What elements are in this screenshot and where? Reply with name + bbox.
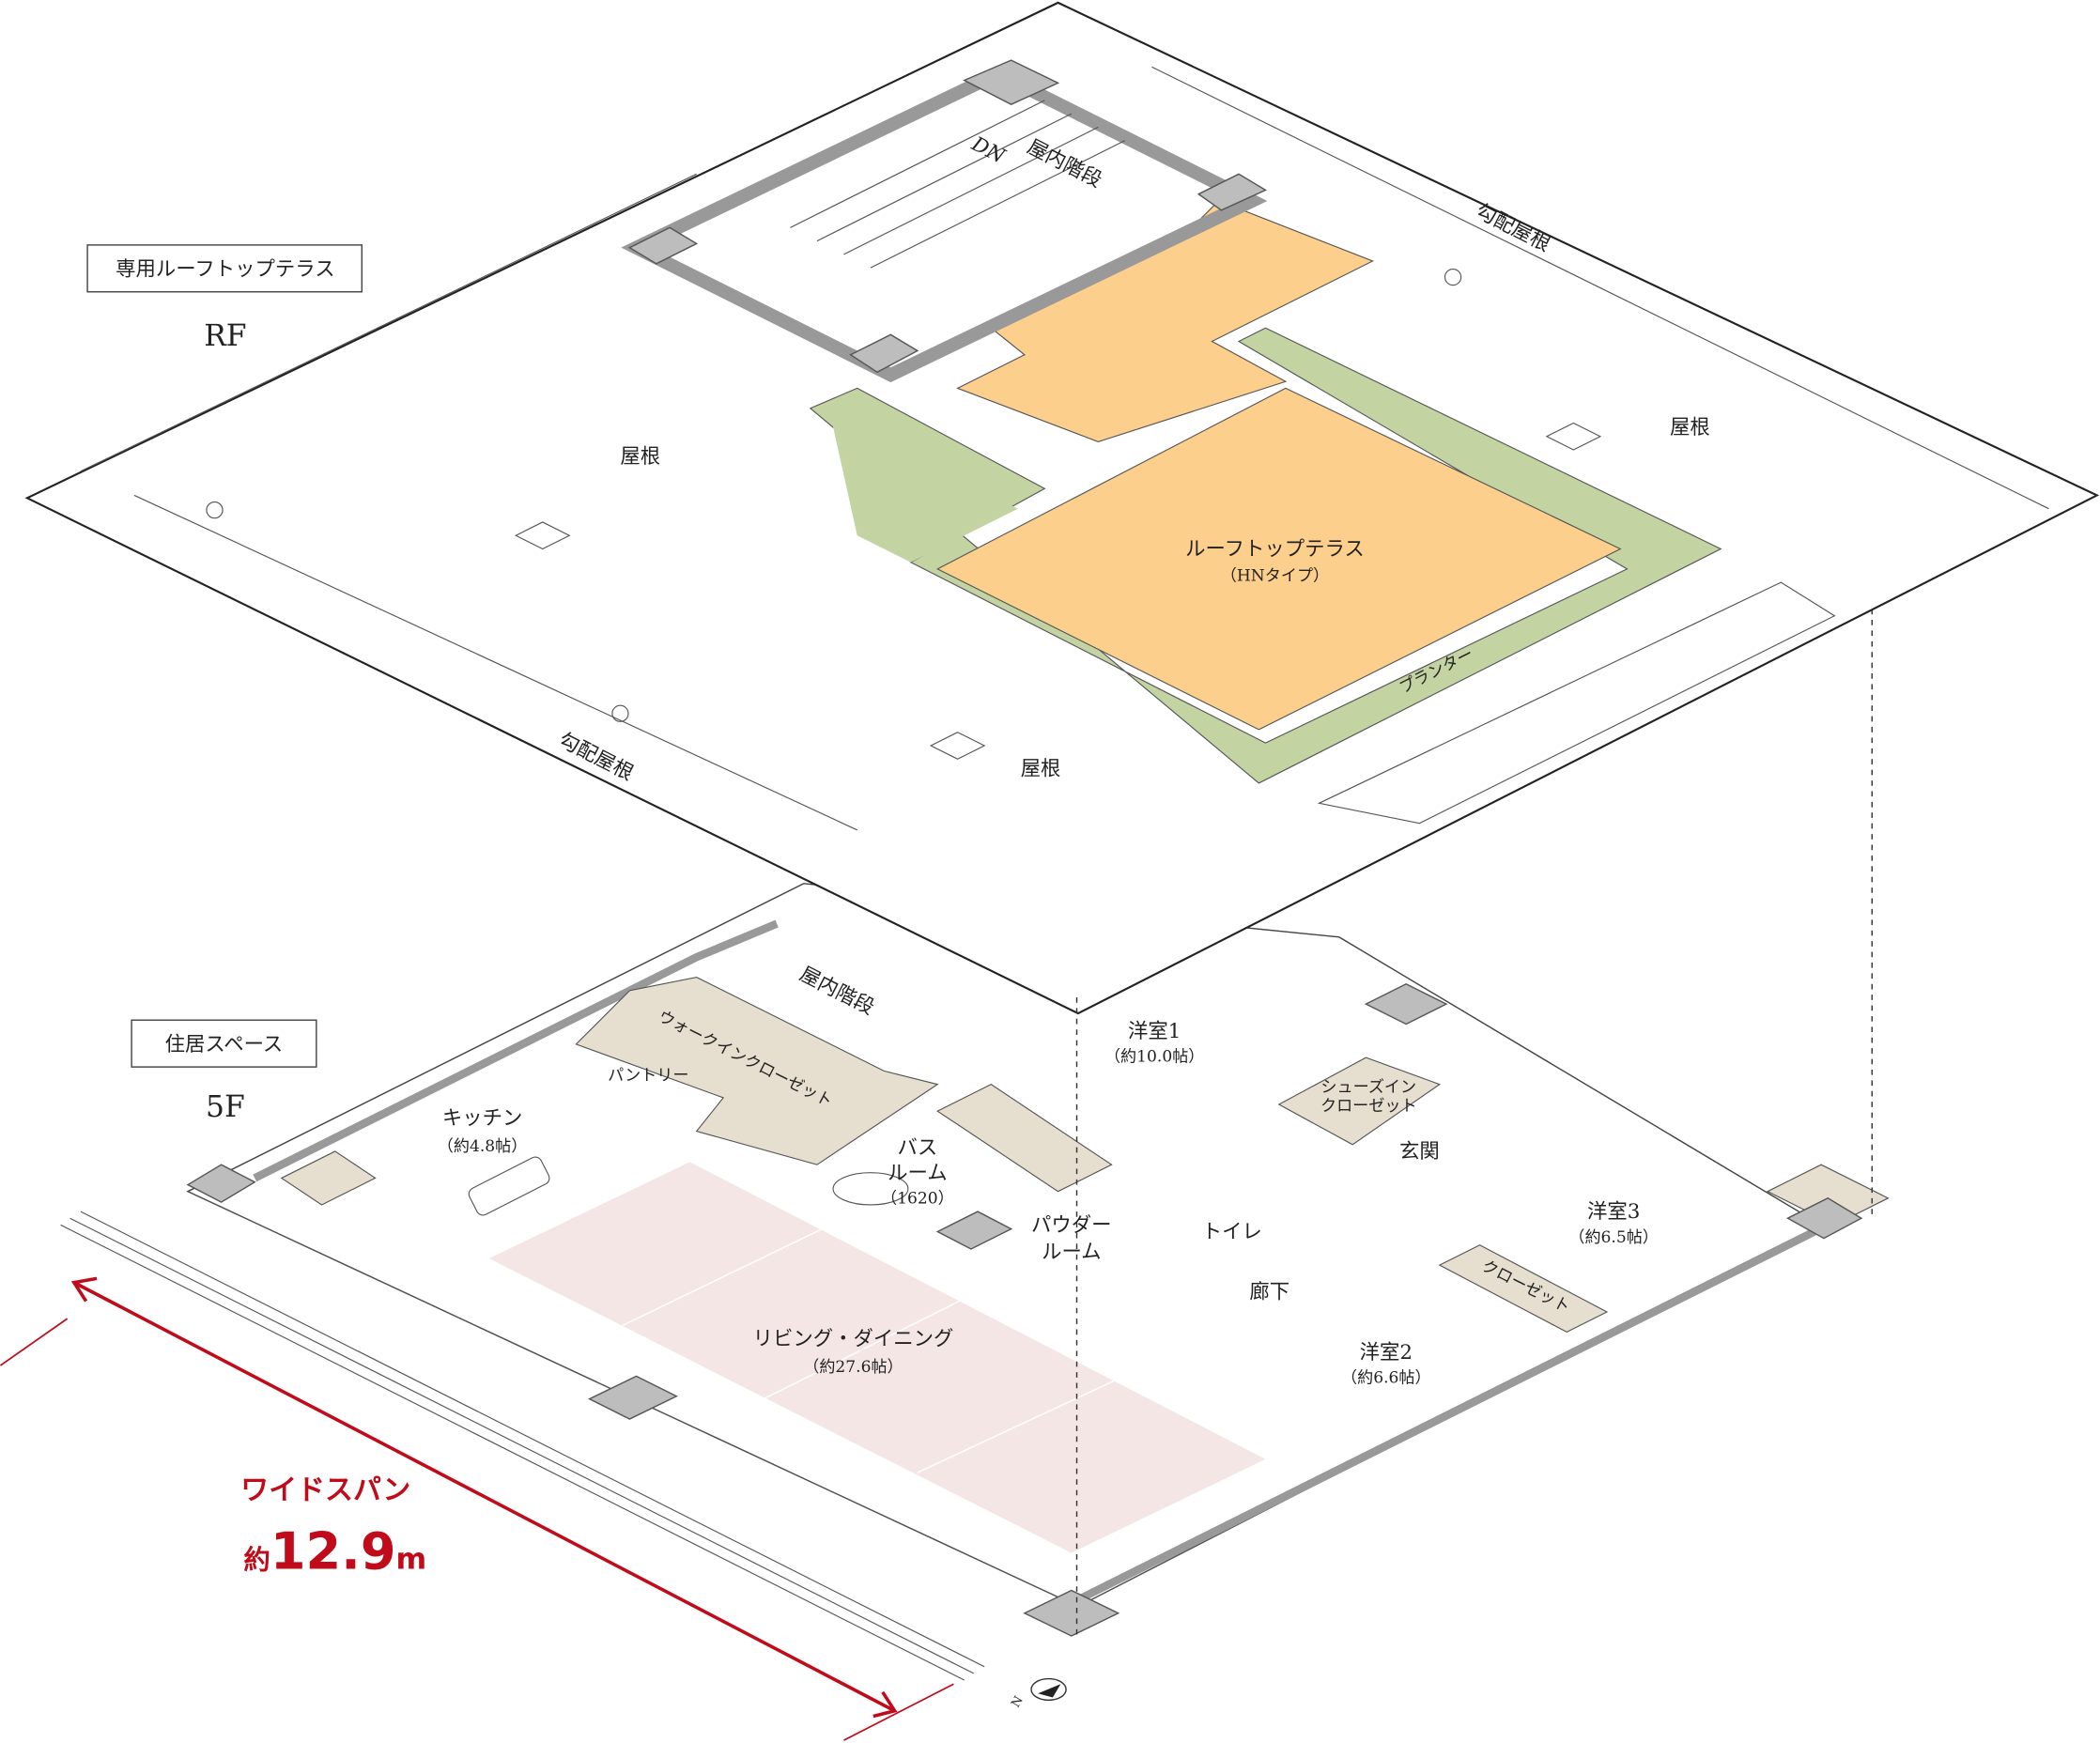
span-number: 12.9 (270, 1522, 396, 1581)
5f-exterior-wall (253, 919, 779, 1182)
compass-north-label: N (1009, 1694, 1027, 1710)
rf-section-box (86, 244, 363, 293)
terrace-upper (956, 200, 1374, 443)
room3-size: （約6.5帖） (1568, 1228, 1659, 1247)
planter (809, 327, 1722, 784)
5f-section-label: 住居スペース (165, 1033, 284, 1057)
span-label: ワイドスパン (240, 1474, 410, 1507)
terrace-label: ルーフトップテラス (1185, 538, 1365, 562)
room1-label: 洋室1 (1128, 1020, 1181, 1043)
bath-size: （1620） (881, 1190, 954, 1209)
room2-label: 洋室2 (1360, 1341, 1413, 1365)
floor-rf (24, 1, 2100, 1015)
hallway-label: 廊下 (1249, 1281, 1289, 1304)
roof-left-label: 屋根 (620, 445, 660, 469)
span-prefix: 約 (243, 1545, 270, 1576)
shoes-closet-label-2: クローゼット (1320, 1097, 1417, 1116)
bath-label-1: バス (898, 1136, 938, 1160)
5f-floor-label: 5F (206, 1090, 245, 1124)
terrace-main (936, 387, 1622, 731)
toilet-label: トイレ (1202, 1221, 1262, 1244)
rf-section-label: 専用ルーフトップテラス (116, 258, 334, 282)
powder-label-1: パウダー (1031, 1213, 1112, 1237)
room1-size: （約10.0帖） (1104, 1047, 1204, 1066)
rf-floor-label: RF (204, 319, 246, 353)
span-dimension (0, 1276, 954, 1741)
powder-label-2: ルーム (1042, 1241, 1101, 1264)
roof-right-label: 屋根 (1670, 416, 1710, 440)
span-unit: m (396, 1543, 427, 1577)
floor-5f (60, 883, 1890, 1681)
roof-bottom-label: 屋根 (1021, 757, 1061, 780)
kitchen-label: キッチン (442, 1106, 523, 1130)
room2-size: （約6.6帖） (1341, 1369, 1431, 1388)
living-size: （約27.6帖） (803, 1358, 903, 1377)
stair-core (621, 66, 1268, 383)
room3-closet (1438, 1244, 1609, 1334)
living-area (488, 1162, 1266, 1553)
terrace-type-label: （HNタイプ） (1221, 567, 1329, 586)
bath-label-2: ルーム (888, 1162, 947, 1185)
shoes-closet (1277, 1057, 1442, 1146)
5f-section-box (131, 1019, 317, 1068)
living-label: リビング・ダイニング (753, 1328, 954, 1351)
entrance-label: 玄関 (1399, 1140, 1440, 1164)
room3-label: 洋室3 (1587, 1200, 1640, 1224)
pantry-label: パントリー (608, 1066, 688, 1085)
shoes-closet-label-1: シューズイン (1320, 1078, 1416, 1097)
span-value: 約12.9m (243, 1522, 426, 1581)
walk-in-closet (575, 977, 939, 1165)
compass-icon: N (1009, 1677, 1067, 1710)
kitchen-size: （約4.8帖） (438, 1137, 528, 1156)
planter-inner (830, 414, 1018, 563)
